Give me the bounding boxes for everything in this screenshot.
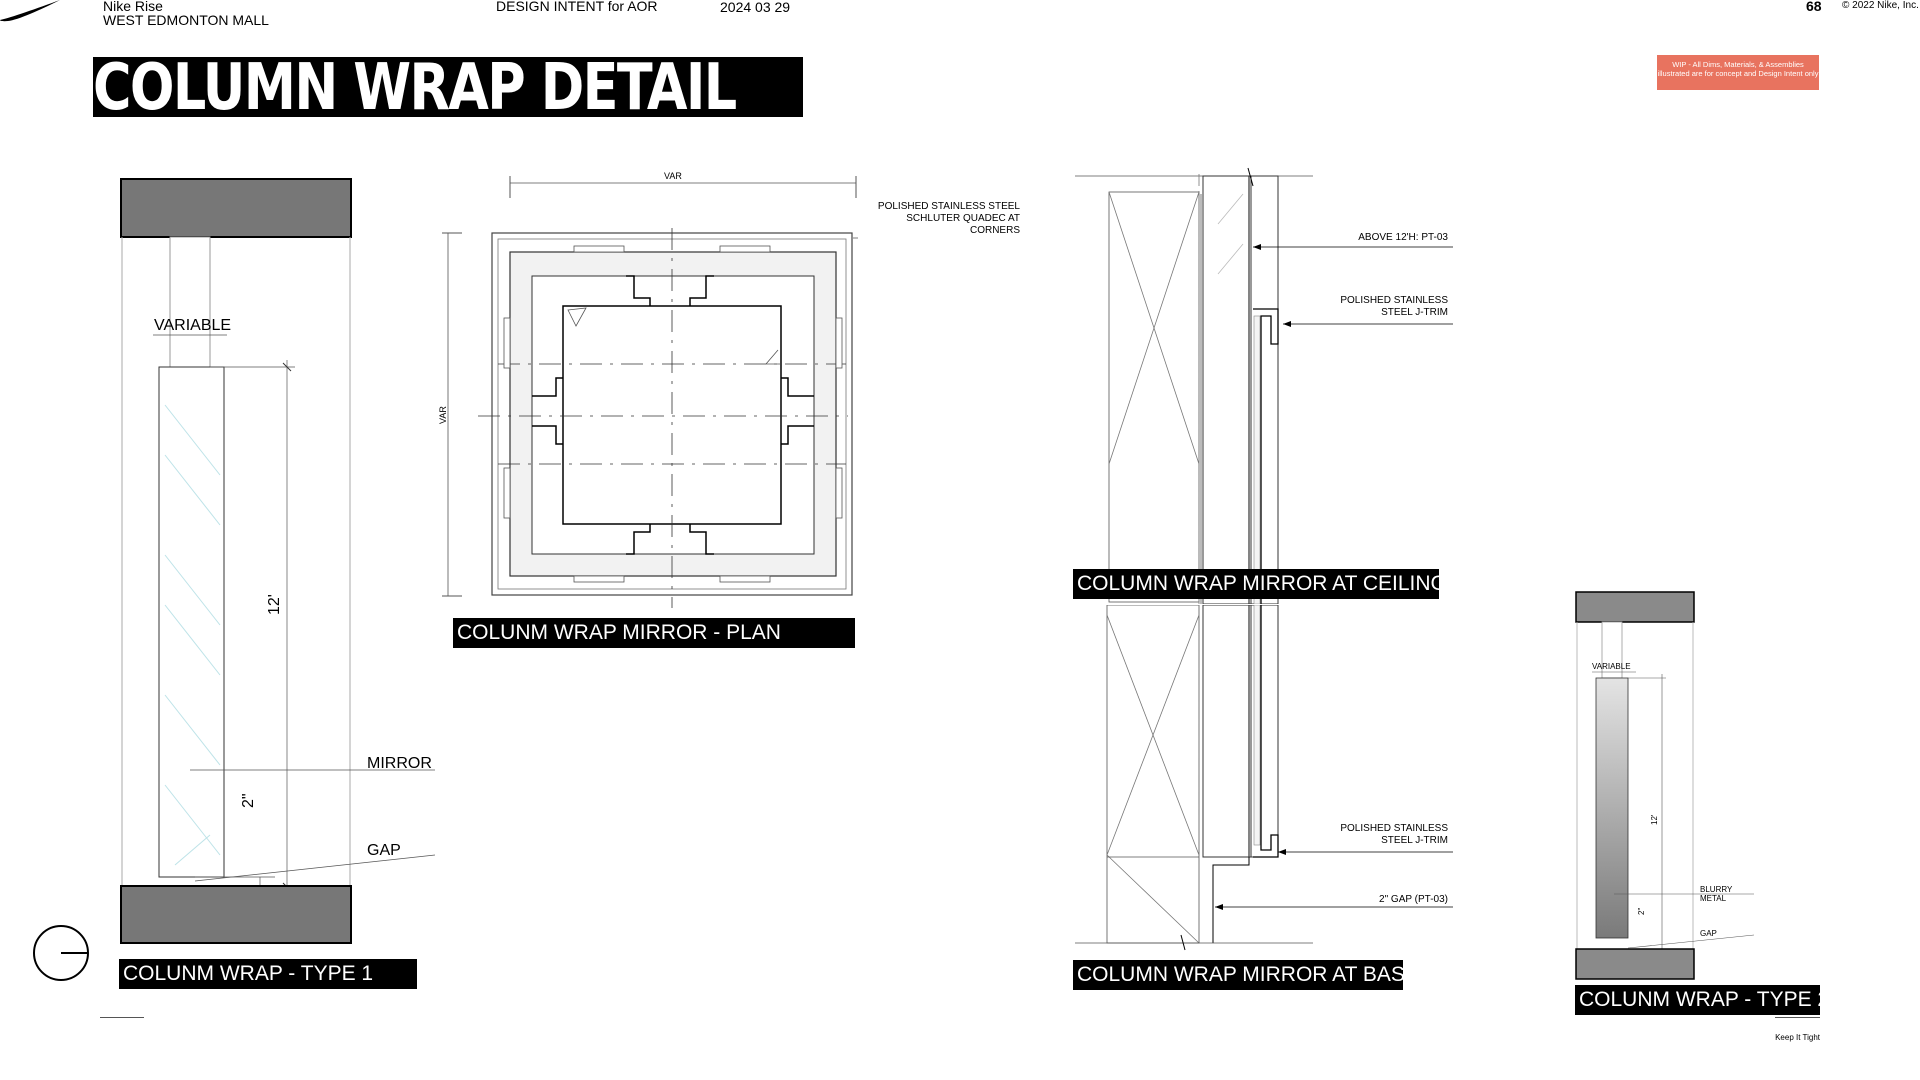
- page-number: 68: [1806, 0, 1822, 14]
- column-wrap-type1-drawing: [120, 178, 435, 944]
- column-wrap-type2-drawing: [1575, 591, 1754, 980]
- column-wrap-plan-drawing: [442, 176, 858, 608]
- ceiling-section-label: COLUMN WRAP MIRROR AT CEILING: [1073, 569, 1447, 599]
- nike-swoosh-logo: [0, 0, 60, 22]
- date-label: 2024 03 29: [720, 0, 791, 15]
- base-trim-note: POLISHED STAINLESS STEEL J-TRIM: [1340, 823, 1448, 846]
- ceiling-block: [120, 178, 352, 238]
- section-marker-icon: [33, 925, 89, 981]
- project-location: WEST EDMONTON MALL: [103, 12, 269, 28]
- base-block: [120, 885, 352, 944]
- plan-var-side: VAR: [438, 406, 448, 424]
- plan-var-top: VAR: [664, 171, 682, 181]
- blurry-metal-panel: [1595, 677, 1629, 939]
- mirror-panel: [158, 366, 225, 878]
- base-section-drawing: [1075, 605, 1453, 951]
- type1-variable-label: VARIABLE: [154, 317, 232, 334]
- type1-height-dim: 12': [266, 594, 283, 615]
- type2-height-dim: 12': [1650, 814, 1659, 825]
- column-core-upper: [169, 236, 211, 368]
- type2-ceiling-block: [1575, 591, 1695, 623]
- ceiling-trim-note: POLISHED STAINLESS STEEL J-TRIM: [1340, 295, 1448, 318]
- page-title-bar: COLUMN WRAP DETAIL: [93, 57, 803, 117]
- design-intent-label: DESIGN INTENT for AOR: [496, 0, 658, 14]
- base-framing: [1106, 605, 1200, 944]
- footer-tagline: Keep It Tight: [1775, 1033, 1820, 1042]
- plan-label: COLUNM WRAP MIRROR - PLAN: [453, 618, 855, 648]
- ceiling-above-note: ABOVE 12'H: PT-03: [1358, 232, 1448, 243]
- type1-mirror-label: MIRROR: [367, 755, 432, 772]
- page-title: COLUMN WRAP DETAIL: [93, 57, 737, 117]
- project-name: Nike Rise: [103, 0, 163, 14]
- copyright: © 2022 Nike, Inc.: [1842, 0, 1919, 11]
- ceiling-framing: [1108, 191, 1200, 603]
- ceiling-section-drawing: [1075, 167, 1453, 604]
- wip-disclaimer-badge: WIP - All Dims, Materials, & Assemblies …: [1657, 55, 1819, 90]
- plan-quadec-note: POLISHED STAINLESS STEEL SCHLUTER QUADEC…: [877, 201, 1020, 236]
- footer-rule: [100, 1017, 144, 1018]
- type2-gap-dim: 2": [1637, 907, 1646, 915]
- type2-variable-label: VARIABLE: [1592, 662, 1631, 671]
- type2-gap-label: GAP: [1700, 929, 1717, 938]
- type2-blurry-metal-label: BLURRY METAL: [1700, 885, 1733, 903]
- type2-base-block: [1575, 948, 1695, 980]
- type1-gap-dim: 2": [240, 793, 257, 808]
- type1-gap-label: GAP: [367, 842, 401, 859]
- type2-label: COLUNM WRAP - TYPE 2: [1575, 985, 1829, 1015]
- type1-label: COLUNM WRAP - TYPE 1: [119, 959, 417, 989]
- type2-footer-rule: [1775, 1017, 1820, 1018]
- base-gap-note: 2" GAP (PT-03): [1379, 894, 1448, 905]
- base-section-label: COLUMN WRAP MIRROR AT BASE: [1073, 960, 1419, 990]
